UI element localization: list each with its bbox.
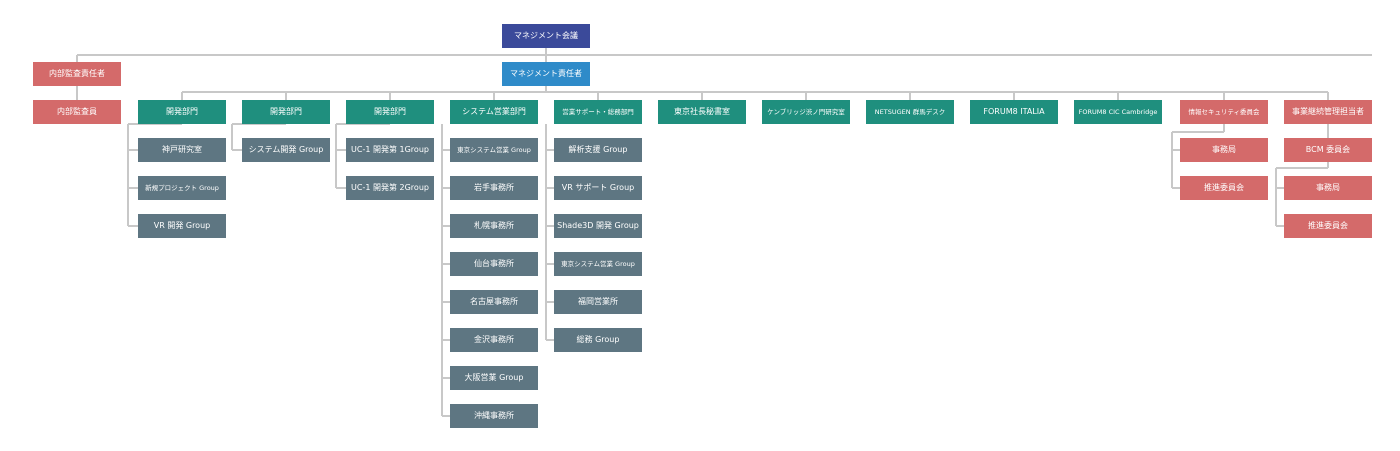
- group-okinawa-office: 沖縄事務所: [450, 404, 538, 428]
- dept-president-secretary: 東京社長秘書室: [658, 100, 746, 124]
- management-manager-box: マネジメント責任者: [502, 62, 590, 86]
- group-sendai-office: 仙台事務所: [450, 252, 538, 276]
- dept-dev-2: 開発部門: [242, 100, 330, 124]
- group-system-dev: システム開発 Group: [242, 138, 330, 162]
- group-kobe-lab: 神戸研究室: [138, 138, 226, 162]
- dept-sales-support-admin: 営業サポート・総務部門: [554, 100, 642, 124]
- group-fukuoka-office: 福岡営業所: [554, 290, 642, 314]
- management-meeting-box: マネジメント会議: [502, 24, 590, 48]
- group-kanazawa-office: 金沢事務所: [450, 328, 538, 352]
- group-analysis-support: 解析支援 Group: [554, 138, 642, 162]
- group-sapporo-office: 札幌事務所: [450, 214, 538, 238]
- group-infosec-promotion: 推進委員会: [1180, 176, 1268, 200]
- dept-netsugen-gunma: NETSUGEN 群馬デスク: [866, 100, 954, 124]
- group-shade3d-dev: Shade3D 開発 Group: [554, 214, 642, 238]
- group-iwate-office: 岩手事務所: [450, 176, 538, 200]
- group-new-project: 新規プロジェクト Group: [138, 176, 226, 200]
- group-vr-support: VR サポート Group: [554, 176, 642, 200]
- dept-forum8-italia: FORUM8 ITALIA: [970, 100, 1058, 124]
- group-tokyo-system-sales-2: 東京システム営業 Group: [554, 252, 642, 276]
- dept-cambridge-lab: ケンブリッジ渋ノ門研究室: [762, 100, 850, 124]
- group-tokyo-system-sales: 東京システム営業 Group: [450, 138, 538, 162]
- internal-audit-head-box: 内部監査責任者: [33, 62, 121, 86]
- internal-auditor-box: 内部監査員: [33, 100, 121, 124]
- group-osaka-sales: 大阪営業 Group: [450, 366, 538, 390]
- group-vr-dev: VR 開発 Group: [138, 214, 226, 238]
- dept-forum8-cic-cambridge: FORUM8 CIC Cambridge: [1074, 100, 1162, 124]
- group-uc1-dev-2: UC-1 開発第 2Group: [346, 176, 434, 200]
- group-general-affairs: 総務 Group: [554, 328, 642, 352]
- group-infosec-secretariat: 事務局: [1180, 138, 1268, 162]
- dept-dev-1: 開発部門: [138, 100, 226, 124]
- group-bcm-committee: BCM 委員会: [1284, 138, 1372, 162]
- group-nagoya-office: 名古屋事務所: [450, 290, 538, 314]
- group-bcm-secretariat: 事務局: [1284, 176, 1372, 200]
- committee-business-continuity: 事業継続管理担当者: [1284, 100, 1372, 124]
- dept-system-sales: システム営業部門: [450, 100, 538, 124]
- dept-dev-3: 開発部門: [346, 100, 434, 124]
- group-bcm-promotion: 推進委員会: [1284, 214, 1372, 238]
- group-uc1-dev-1: UC-1 開発第 1Group: [346, 138, 434, 162]
- committee-info-security: 情報セキュリティ委員会: [1180, 100, 1268, 124]
